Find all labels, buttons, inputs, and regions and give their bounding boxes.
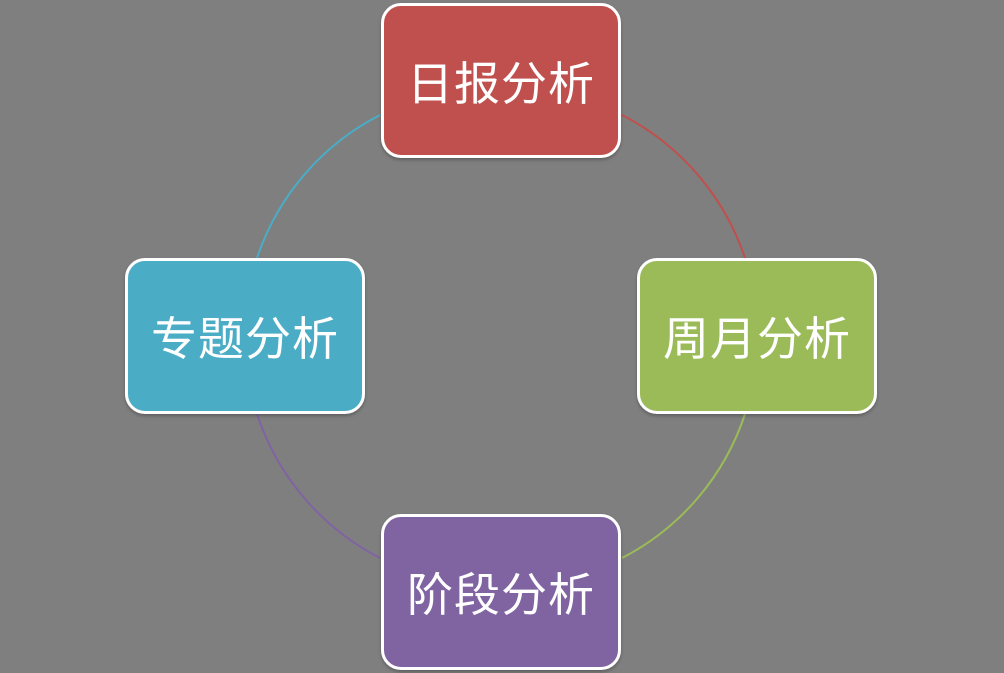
- node-daily-analysis: 日报分析: [381, 3, 621, 158]
- connector-weekly-to-stage: [621, 413, 746, 559]
- connector-stage-to-special: [256, 413, 381, 559]
- node-stage-analysis: 阶段分析: [381, 514, 621, 670]
- node-special-topic-analysis: 专题分析: [125, 258, 365, 414]
- node-weekly-monthly-analysis: 周月分析: [637, 258, 877, 414]
- connector-special-to-daily: [256, 114, 381, 259]
- connector-daily-to-weekly: [621, 114, 746, 259]
